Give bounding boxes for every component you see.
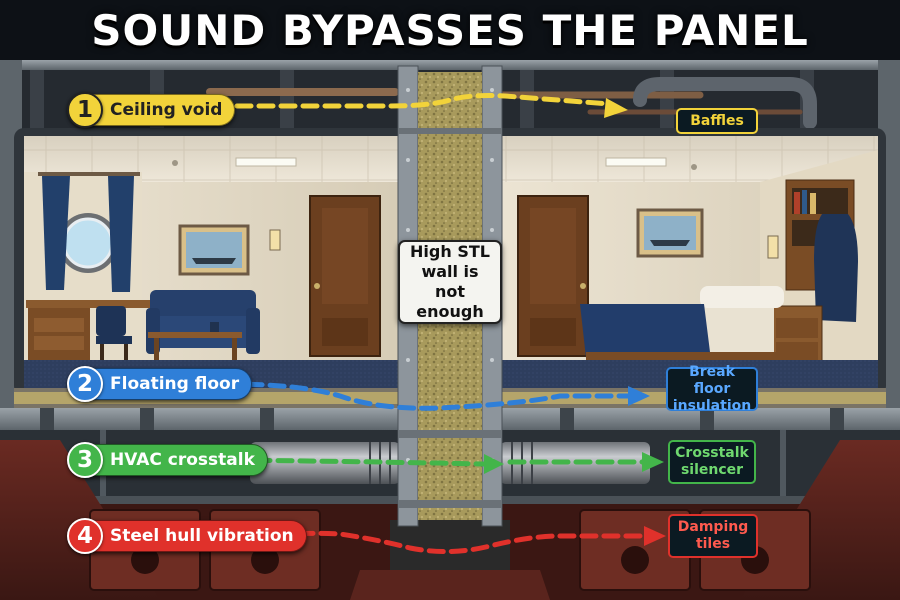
path-1-arrowhead [604, 98, 628, 118]
path-1-label: 1 Ceiling void [67, 92, 236, 128]
path-3-arrowhead-a [484, 454, 504, 474]
solution-crosstalk-silencer: Crosstalk silencer [668, 440, 756, 484]
path-3-arrow [231, 457, 498, 467]
path-2-number: 2 [67, 366, 103, 402]
solution-damping-tiles: Damping tiles [668, 514, 758, 558]
path-2-arrowhead [628, 386, 650, 406]
right-cabin [500, 136, 878, 388]
path-4-number: 4 [67, 518, 103, 554]
center-callout: High STL wall is not enough [398, 240, 502, 324]
path-2-arrow [223, 381, 633, 411]
path-4-label: 4 Steel hull vibration [67, 518, 307, 554]
path-2-label: 2 Floating floor [67, 366, 253, 402]
path-1-arrow [212, 93, 613, 109]
path-3-number: 3 [67, 442, 103, 478]
path-3-name: HVAC crosstalk [110, 450, 255, 470]
path-1-name: Ceiling void [110, 100, 223, 120]
solution-baffles: Baffles [676, 108, 758, 134]
path-4-name: Steel hull vibration [110, 526, 294, 546]
path-1-number: 1 [67, 92, 103, 128]
path-2-name: Floating floor [110, 374, 240, 394]
diagram-title: SOUND BYPASSES THE PANEL [91, 6, 809, 55]
solution-break-floor-insulation: Break floor insulation [666, 364, 758, 414]
path-4-arrowhead [644, 526, 666, 546]
path-4-arrow [252, 530, 651, 555]
path-3-arrowhead-b [642, 452, 664, 472]
path-3-label: 3 HVAC crosstalk [67, 442, 268, 478]
left-cabin [24, 136, 398, 388]
